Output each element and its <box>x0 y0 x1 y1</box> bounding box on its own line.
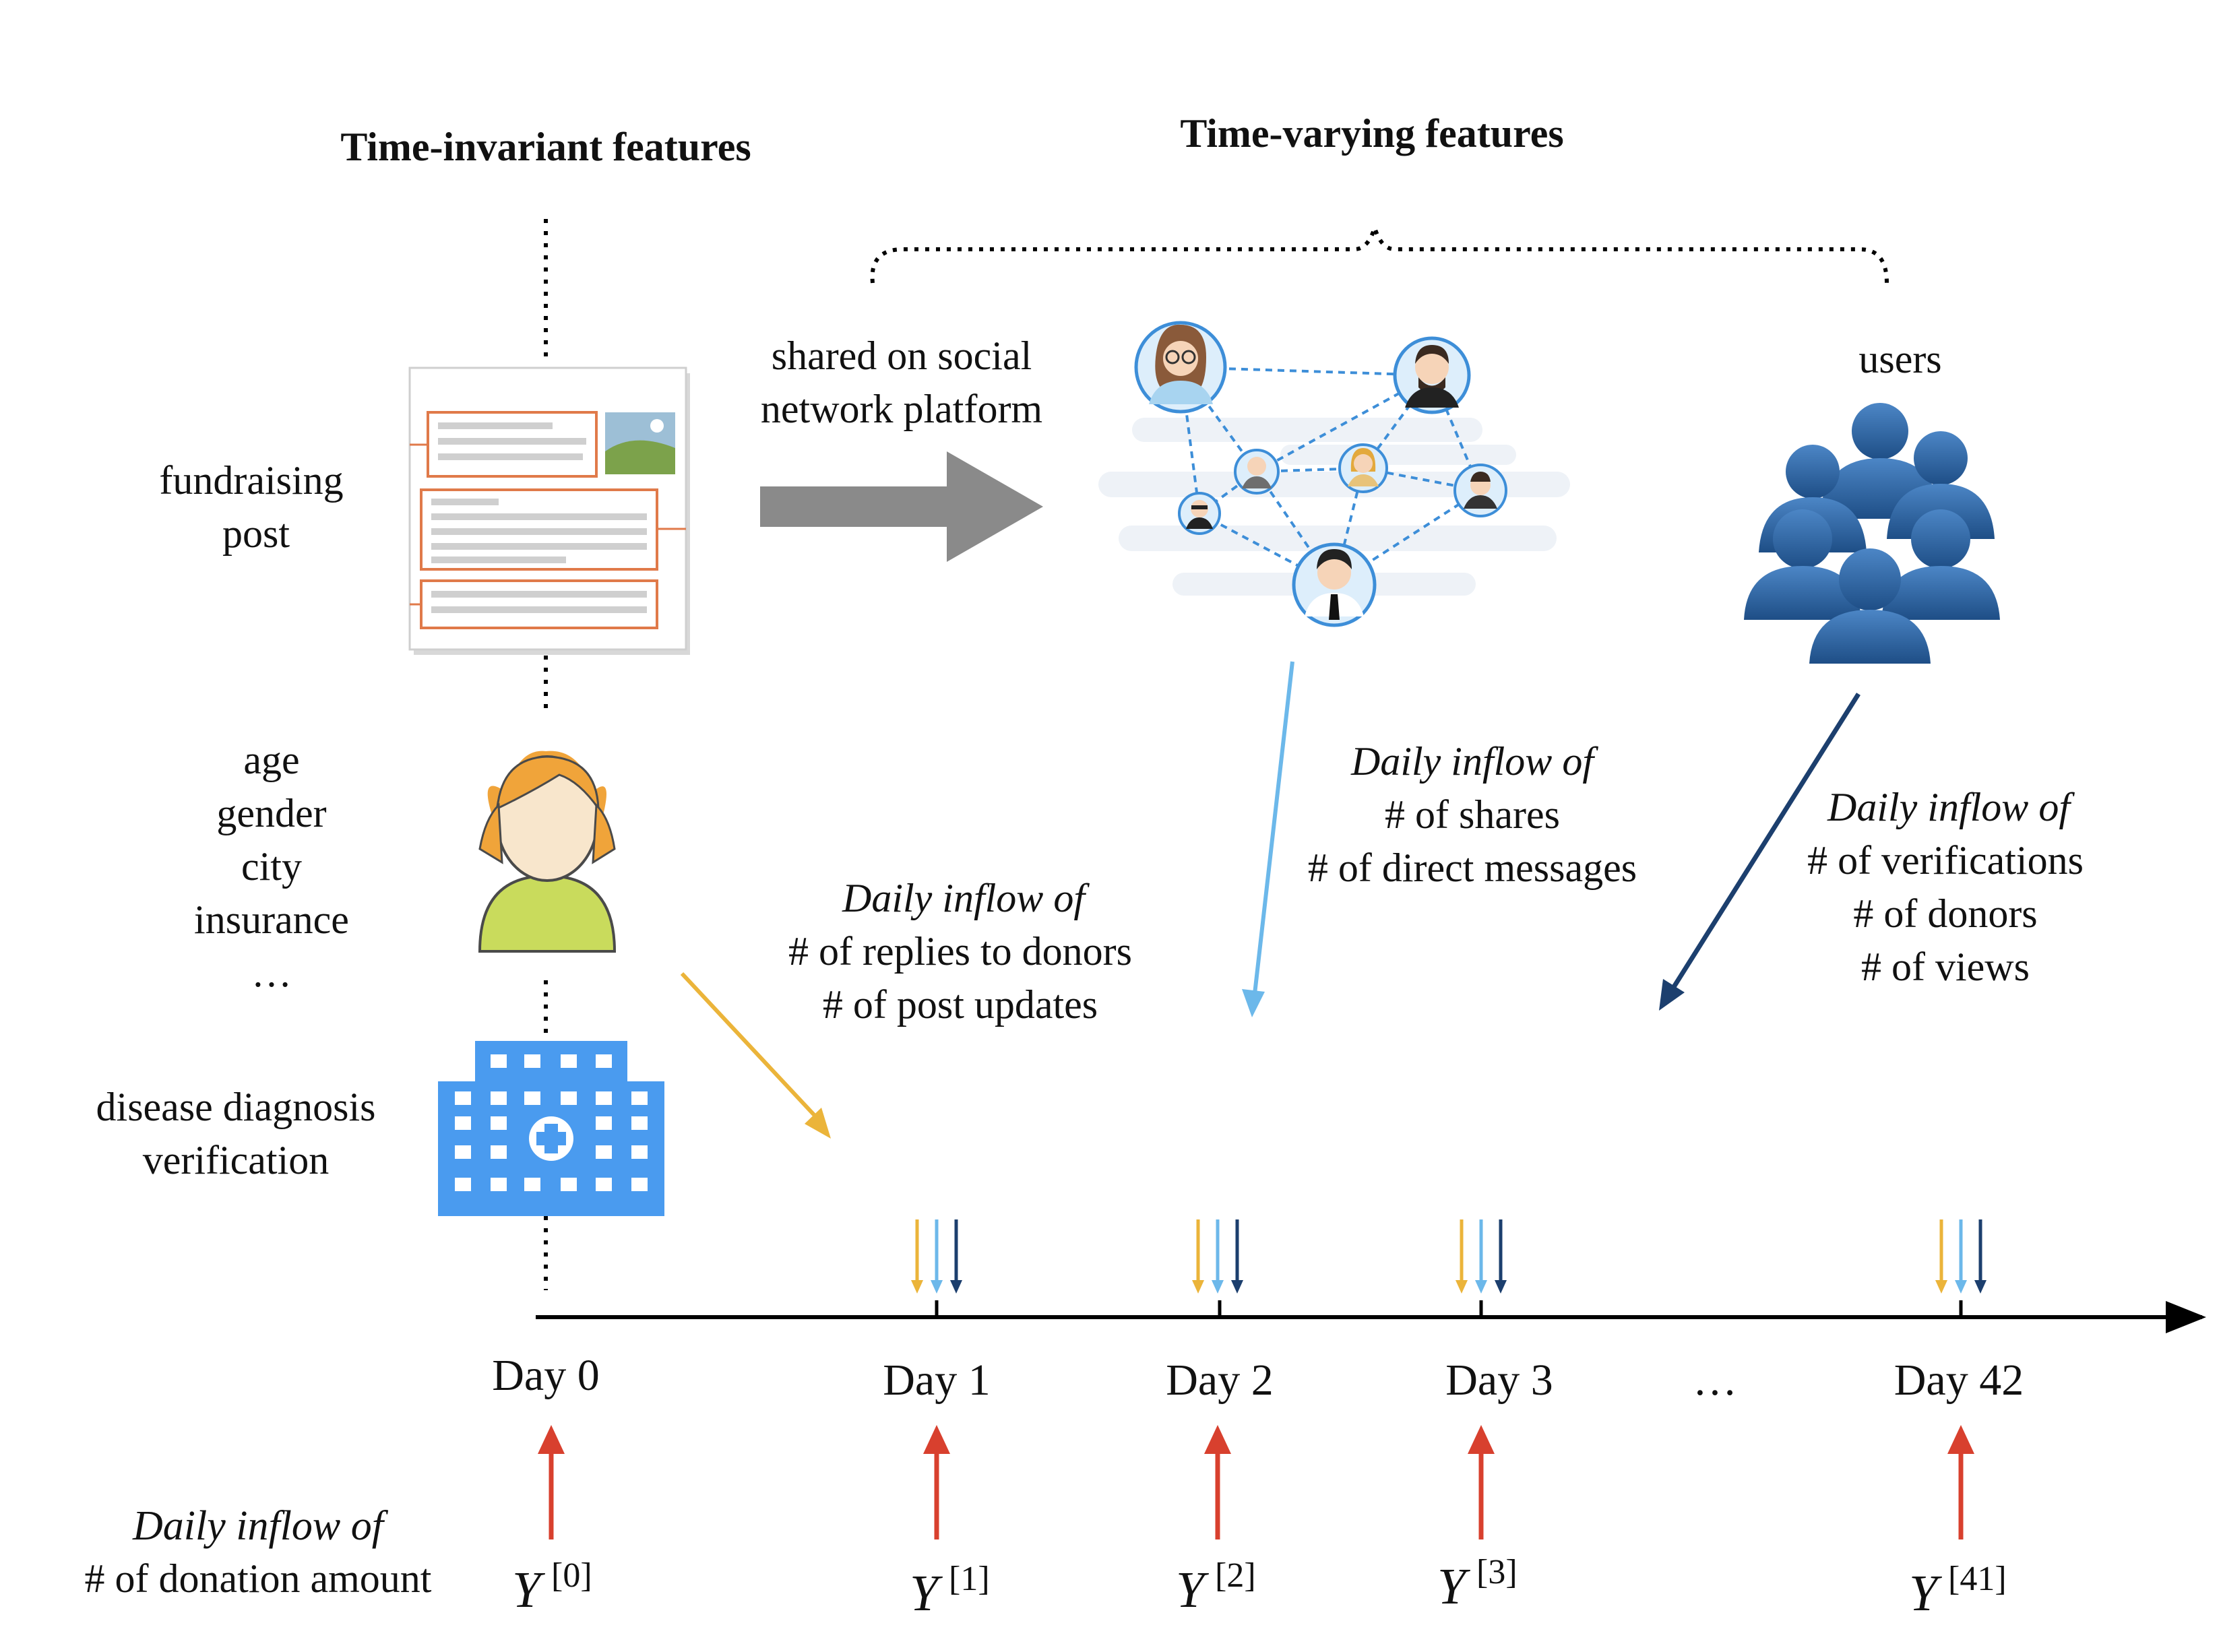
day42-inflow-arrows <box>1935 1219 1987 1294</box>
svg-text:Y: Y <box>1909 1565 1943 1622</box>
label-network-platform: network platform <box>761 387 1042 431</box>
day-label-42: Day 42 <box>1894 1356 2024 1405</box>
svg-text:Y: Y <box>1437 1558 1471 1615</box>
label-fundraising: fundraising <box>159 458 343 503</box>
social-network-graph <box>1098 321 1570 627</box>
timeline-ticks <box>935 1300 1963 1317</box>
y-target-1: Y [1] <box>910 1560 990 1622</box>
light-blue-inflow-arrow <box>1242 661 1294 1017</box>
label-city: city <box>241 844 302 889</box>
share-arrow <box>760 451 1043 562</box>
inflow-direct-messages: # of direct messages <box>1308 846 1637 890</box>
inflow-views: # of views <box>1861 945 2030 989</box>
label-post: post <box>222 511 290 556</box>
label-users: users <box>1858 337 1941 381</box>
inflow-verifications: # of verifications <box>1807 838 2084 883</box>
users-group-icon <box>1744 403 2000 664</box>
day-ellipsis: … <box>1693 1356 1737 1405</box>
label-insurance: insurance <box>194 897 349 942</box>
patient-avatar-icon <box>478 751 617 953</box>
donation-title: Daily inflow of <box>132 1503 389 1549</box>
day-label-0: Day 0 <box>492 1351 599 1400</box>
inflow-verifications-title: Daily inflow of <box>1827 785 2075 829</box>
day1-inflow-arrows <box>911 1219 962 1294</box>
day3-inflow-arrows <box>1456 1219 1507 1294</box>
fundraising-post-icon <box>408 367 690 655</box>
inflow-replies-title: Daily inflow of <box>842 876 1090 920</box>
hospital-icon <box>438 1041 664 1216</box>
label-verification: verification <box>143 1138 330 1182</box>
dark-blue-inflow-arrow <box>1659 693 1860 1011</box>
label-more-attributes: … <box>251 951 292 995</box>
day2-inflow-arrows <box>1192 1219 1243 1294</box>
day-label-3: Day 3 <box>1445 1356 1553 1405</box>
heading-time-varying: Time-varying features <box>1180 111 1563 156</box>
y-target-41: Y [41] <box>1909 1560 2007 1622</box>
donation-amount: # of donation amount <box>85 1556 432 1601</box>
svg-text:Y: Y <box>910 1565 943 1622</box>
y-sup-2: [2] <box>1215 1556 1256 1595</box>
inflow-shares-title: Daily inflow of <box>1350 739 1598 784</box>
label-shared-on-social: shared on social <box>772 333 1032 378</box>
y-sup-41: [41] <box>1948 1560 2007 1598</box>
day-label-2: Day 2 <box>1166 1356 1273 1405</box>
time-varying-brace <box>870 220 1889 284</box>
yellow-inflow-arrow <box>680 972 831 1139</box>
y-target-2: Y [2] <box>1176 1556 1256 1618</box>
y-target-0: Y [0] <box>512 1556 592 1618</box>
y-sup-1: [1] <box>949 1560 990 1598</box>
inflow-shares: # of shares <box>1385 792 1560 837</box>
inflow-donors: # of donors <box>1853 891 2037 936</box>
donation-arrows <box>538 1425 1974 1539</box>
svg-text:Y: Y <box>512 1562 546 1618</box>
y-sup-0: [0] <box>551 1556 592 1595</box>
inflow-replies-to-donors: # of replies to donors <box>788 929 1132 974</box>
label-age: age <box>243 738 299 782</box>
svg-text:Y: Y <box>1176 1562 1210 1618</box>
inflow-post-updates: # of post updates <box>823 982 1098 1027</box>
label-gender: gender <box>216 791 326 835</box>
y-sup-3: [3] <box>1476 1553 1518 1591</box>
day-label-1: Day 1 <box>883 1356 990 1405</box>
y-target-3: Y [3] <box>1437 1553 1518 1615</box>
heading-time-invariant: Time-invariant features <box>340 125 751 169</box>
label-disease-diagnosis: disease diagnosis <box>96 1085 376 1129</box>
